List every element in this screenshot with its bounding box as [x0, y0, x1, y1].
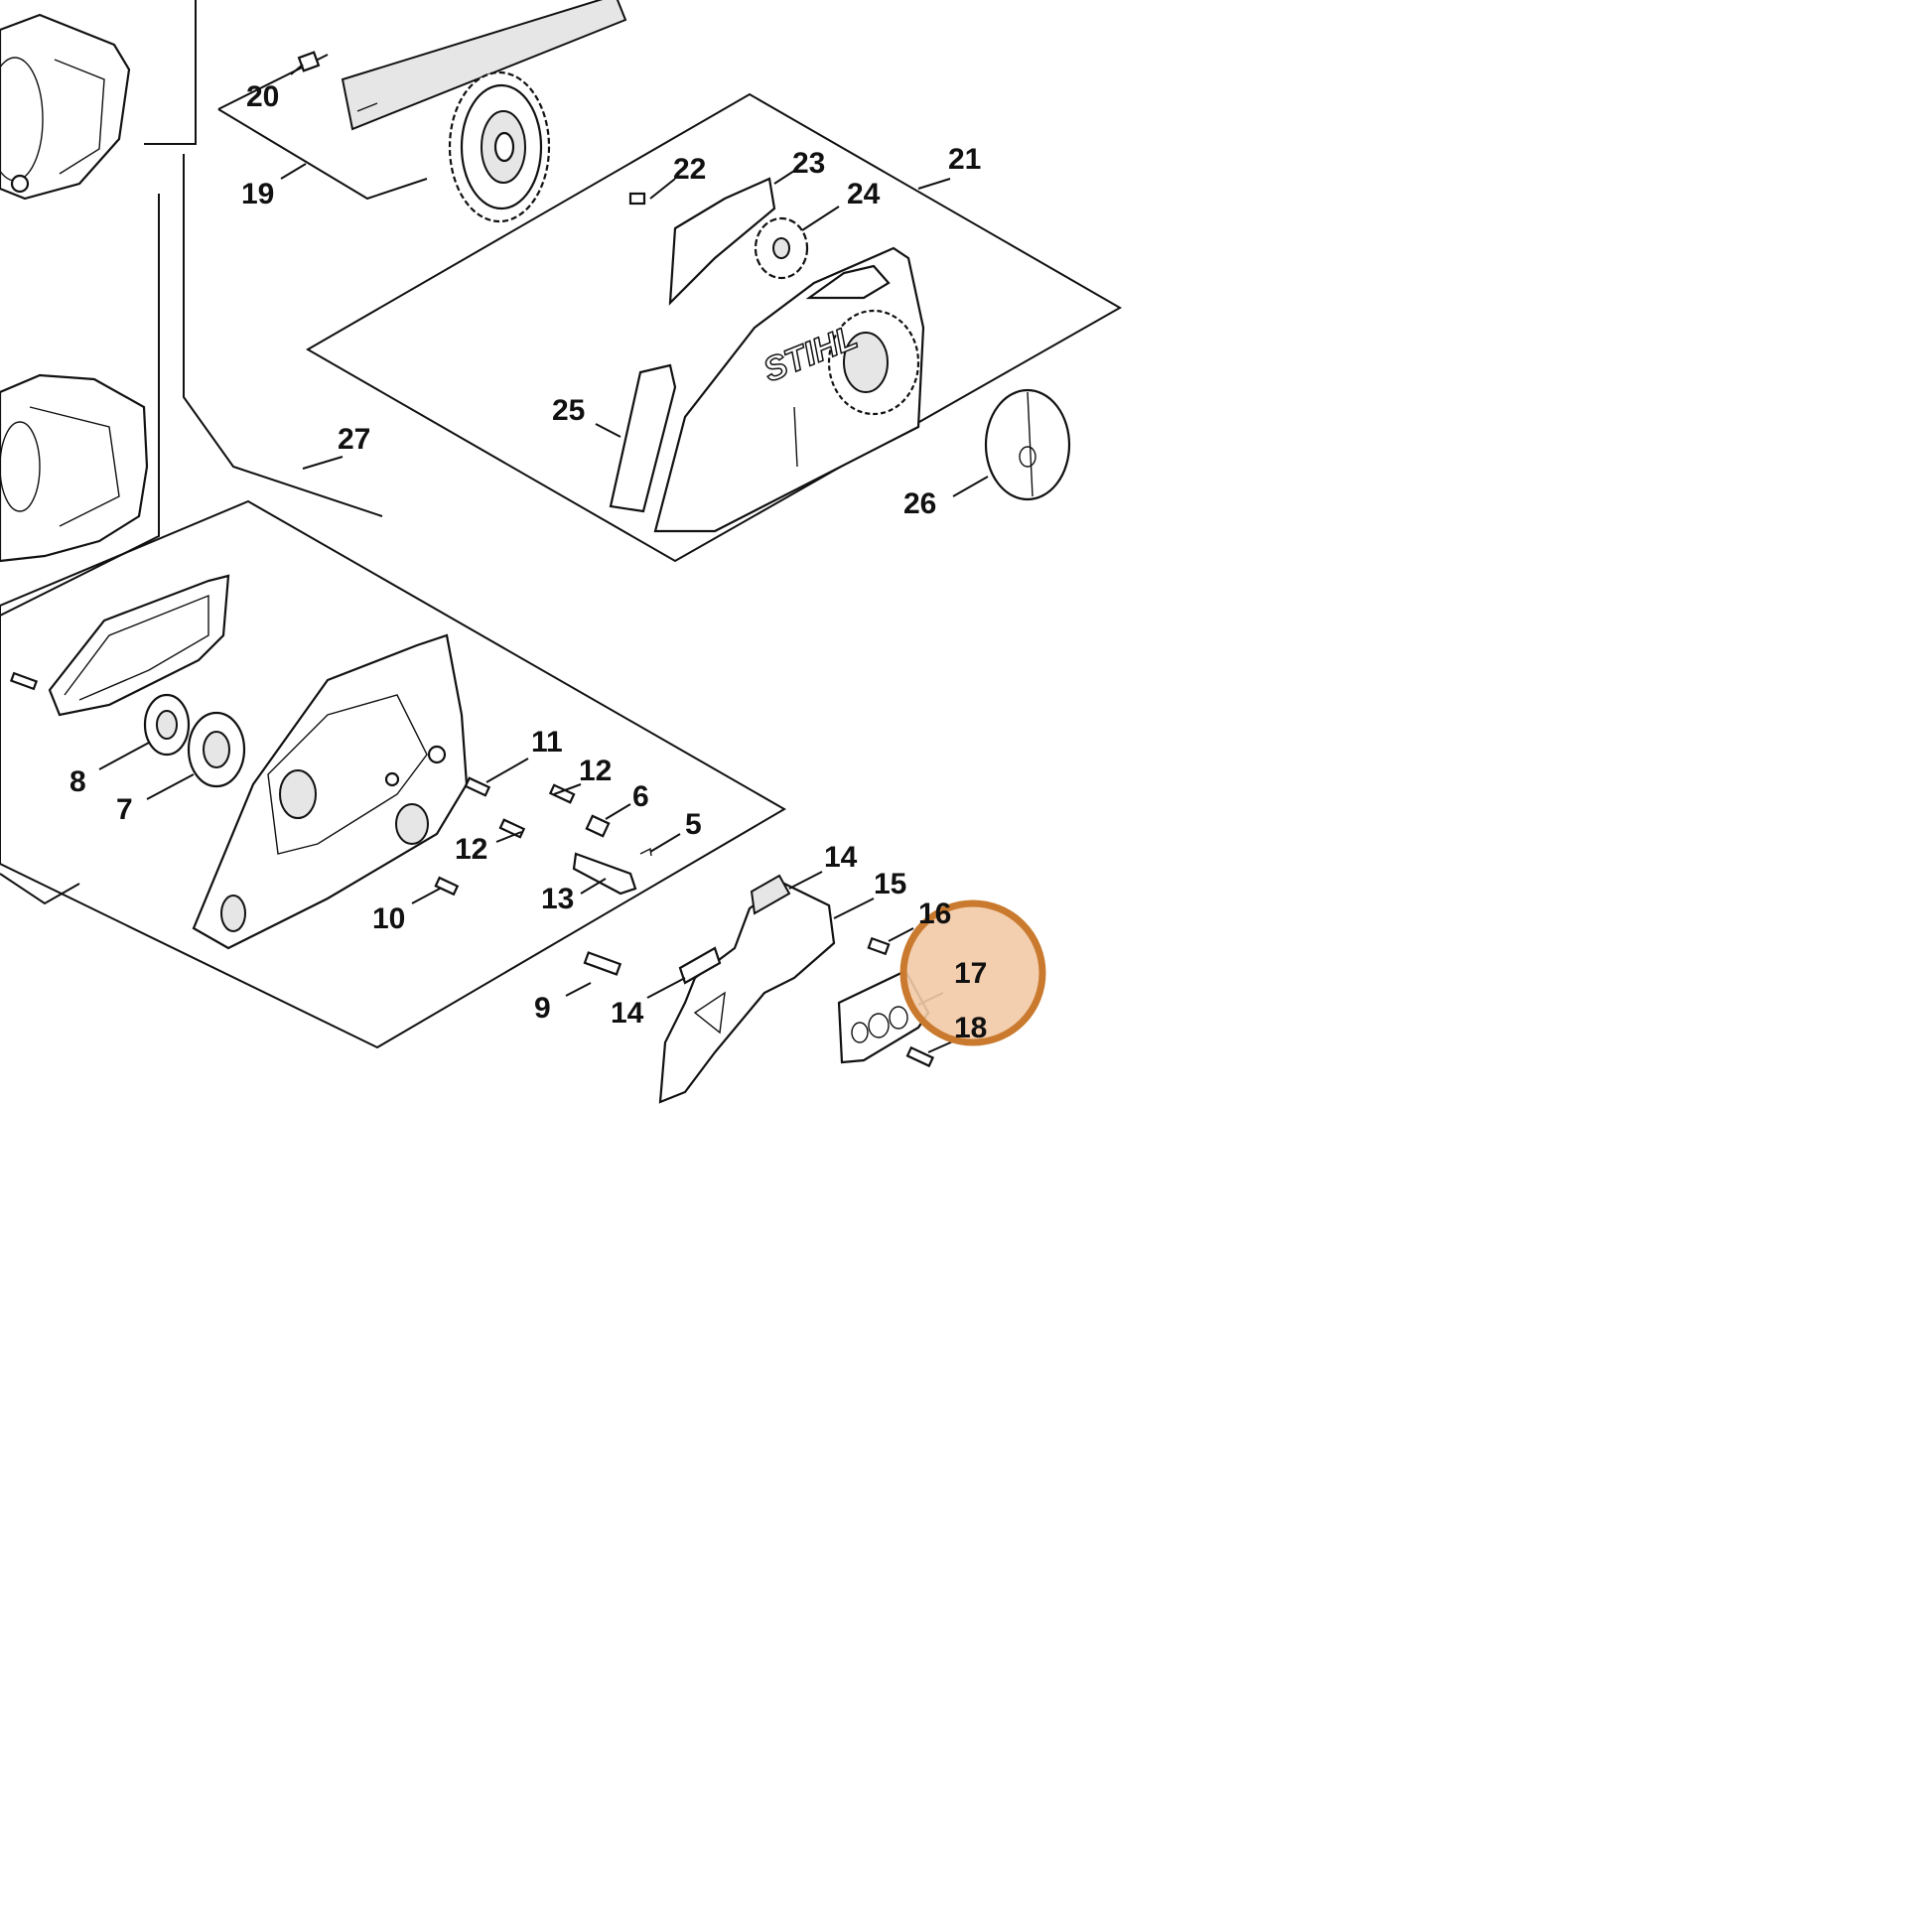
callout-label: 26: [903, 487, 936, 520]
callout-label: 6: [632, 780, 649, 813]
chain-guard: [658, 874, 836, 1104]
highlight-marker[interactable]: [899, 899, 1046, 1046]
screw-16: [867, 936, 891, 956]
parts-artwork: STIHL: [0, 0, 1071, 1104]
bearing-8: [143, 693, 191, 757]
bumper-strip: [609, 363, 677, 513]
callout-label: 19: [241, 178, 274, 210]
group-frames: [0, 0, 1123, 1049]
engine-housing-top: [0, 13, 131, 201]
callout-label: 16: [918, 897, 951, 930]
callout-label: 8: [69, 765, 86, 798]
callout-label: 7: [116, 793, 133, 826]
callout-label: 12: [579, 755, 612, 787]
callout-label: 15: [874, 868, 906, 900]
callout-label: 23: [792, 147, 825, 180]
guide-bar: [341, 0, 627, 131]
bearing-7: [187, 711, 246, 788]
tensioner-plate: [668, 177, 776, 306]
chain-sprocket-cover: STIHL: [653, 246, 925, 533]
callout-label: 20: [246, 80, 279, 113]
callout-label: 5: [685, 808, 702, 841]
callout-label: 10: [372, 902, 405, 935]
callout-label: 24: [847, 178, 881, 210]
callout-label: 14: [824, 841, 858, 874]
callout-label: 27: [338, 423, 370, 456]
dowel-pin: [9, 671, 39, 691]
callout-label: 11: [531, 726, 563, 759]
screw-18: [905, 1045, 935, 1068]
side-cover-26: [984, 388, 1071, 501]
small-parts: [434, 776, 652, 976]
callout-label: 18: [954, 1012, 987, 1044]
callout-label: 12: [455, 833, 487, 866]
callout-label: 22: [673, 153, 706, 186]
callout-label: 13: [541, 883, 574, 915]
nut-part: [297, 51, 321, 72]
callout-label: 9: [534, 992, 551, 1025]
gasket: [48, 574, 230, 717]
sprocket-part: [448, 70, 551, 223]
leader-lines: [98, 64, 989, 1053]
highlighted-callout-label[interactable]: 17: [954, 957, 987, 990]
callout-label: 21: [948, 143, 981, 176]
crankcase-half: [192, 633, 469, 950]
screw-22: [628, 192, 646, 206]
callout-label: 25: [552, 394, 585, 427]
callout-labels: 20 19 22 23 21 24 25 27 26 8 7 11 12 6 5…: [69, 80, 987, 1044]
engine-housing-middle: [0, 373, 149, 563]
callout-label: 14: [611, 997, 644, 1030]
tension-wheel: [754, 216, 809, 280]
